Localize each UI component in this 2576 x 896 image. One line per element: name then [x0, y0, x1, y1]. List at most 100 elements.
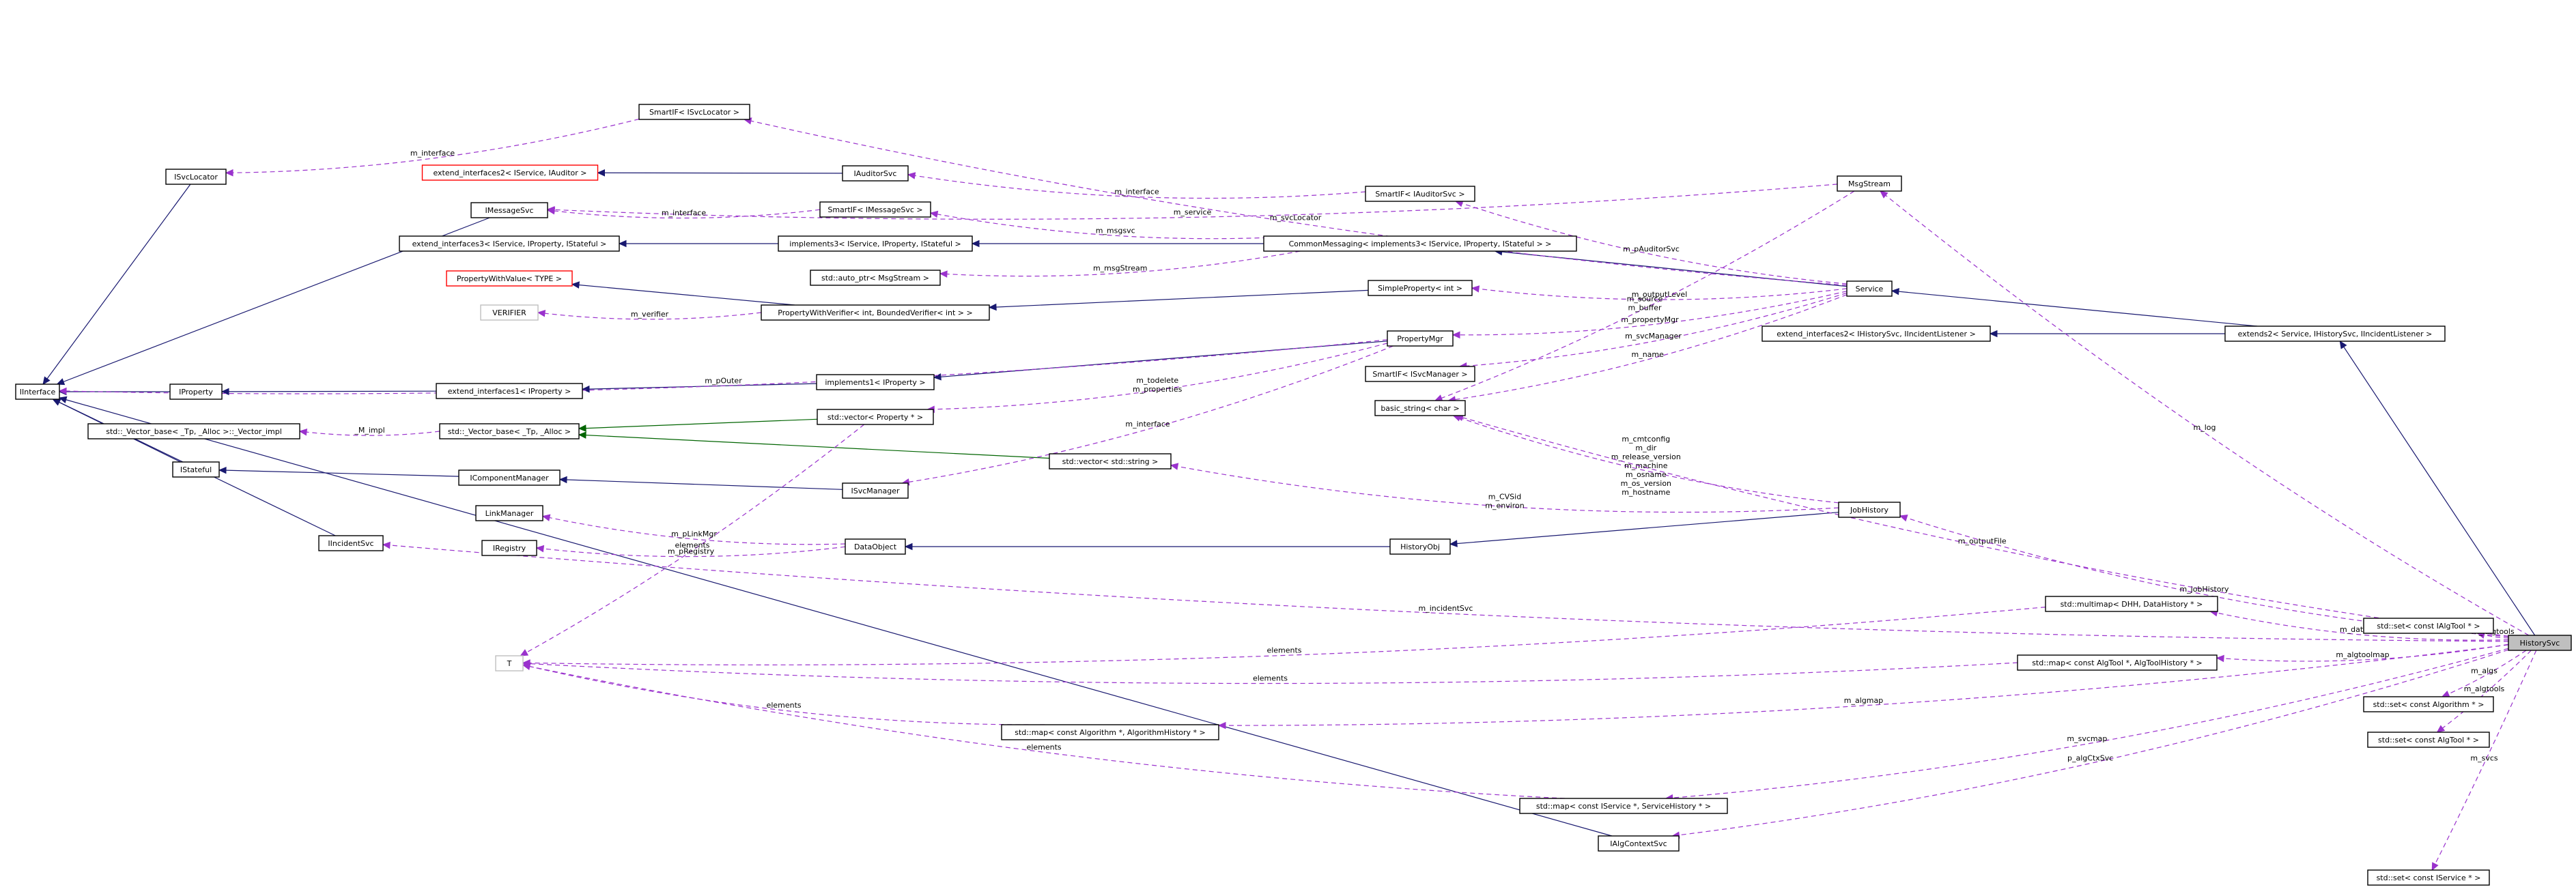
edge-inherit	[558, 476, 843, 490]
class-node-label: extend_interfaces1< IProperty >	[448, 387, 571, 396]
class-node[interactable]: IInterface	[15, 384, 60, 400]
class-node[interactable]: Service	[1846, 280, 1893, 297]
class-node-label: implements1< IProperty >	[825, 378, 925, 387]
class-node[interactable]: basic_string< char >	[1374, 400, 1466, 416]
edge-inherit	[1989, 330, 2225, 338]
edge-line	[907, 174, 1366, 199]
edge-line	[59, 397, 1613, 837]
class-node[interactable]: IIncidentSvc	[318, 535, 384, 551]
edge-line	[933, 341, 1388, 378]
class-node[interactable]: IProperty	[169, 384, 223, 400]
edge-use: m_service	[546, 184, 1838, 220]
class-node[interactable]: PropertyWithValue< TYPE >	[446, 270, 573, 287]
class-node-box	[2363, 696, 2494, 712]
class-node[interactable]: IAlgContextSvc	[1598, 835, 1680, 852]
class-node[interactable]: JobHistory	[1838, 502, 1901, 518]
edge-arrowhead	[929, 210, 939, 218]
class-node[interactable]: PropertyMgr	[1387, 330, 1454, 347]
class-node[interactable]: IMessageSvc	[470, 202, 548, 218]
class-node[interactable]: extend_interfaces3< IService, IProperty,…	[399, 235, 620, 252]
class-node-box	[1519, 798, 1728, 814]
class-node[interactable]: SimpleProperty< int >	[1368, 280, 1473, 296]
class-node[interactable]: SmartIF< ISvcManager >	[1365, 366, 1475, 382]
edge-line	[2441, 650, 2527, 697]
edge-line	[1880, 190, 2530, 636]
class-node[interactable]: PropertyWithVerifier< int, BoundedVerifi…	[761, 304, 990, 321]
class-node[interactable]: std::vector< Property * >	[817, 409, 934, 425]
class-node[interactable]: std::set< const AlgTool * >	[2367, 732, 2490, 748]
edge-line	[578, 434, 1050, 459]
class-node[interactable]: LinkManager	[475, 505, 543, 521]
class-node-box	[1365, 366, 1475, 382]
class-node[interactable]: DataObject	[845, 538, 906, 555]
class-node[interactable]: ISvcLocator	[165, 169, 227, 185]
class-node[interactable]: extends2< Service, IHistorySvc, IInciden…	[2224, 326, 2446, 342]
class-node[interactable]: HistoryObj	[1389, 538, 1451, 555]
edge-template	[578, 418, 818, 432]
edge-label: m_propertyMgr	[1621, 315, 1679, 324]
class-node[interactable]: SmartIF< ISvcLocator >	[638, 104, 750, 120]
class-node-box	[778, 235, 973, 252]
class-node-box	[318, 535, 384, 551]
edge-arrowhead	[2431, 862, 2439, 871]
class-node[interactable]: IStateful	[172, 461, 220, 478]
edge-line	[536, 546, 846, 558]
class-node[interactable]: T	[495, 655, 524, 671]
class-node[interactable]: std::auto_ptr< MsgStream >	[810, 270, 941, 286]
class-node[interactable]: IAuditorSvc	[842, 165, 909, 182]
class-node[interactable]: std::map< const Algorithm *, AlgorithmHi…	[1001, 724, 1219, 740]
edge-label: m_pOuter	[705, 376, 742, 385]
class-node-box	[2045, 596, 2218, 612]
edge-use: elements	[522, 663, 1045, 725]
class-node[interactable]: std::set< const IService * >	[2367, 869, 2490, 886]
class-node[interactable]: std::map< const AlgTool *, AlgToolHistor…	[2017, 654, 2218, 671]
edge-arrowhead	[1891, 287, 1899, 295]
class-node[interactable]: std::set< const IAlgTool * >	[2363, 618, 2494, 634]
edge-line	[522, 607, 2046, 665]
class-node-box	[842, 165, 909, 182]
class-node[interactable]: std::_Vector_base< _Tp, _Alloc >::_Vecto…	[87, 423, 300, 439]
class-node[interactable]: std::vector< std::string >	[1049, 453, 1172, 469]
edge-line	[744, 119, 1848, 286]
class-node[interactable]: std::multimap< DHH, DataHistory * >	[2045, 596, 2218, 612]
class-node-box	[1387, 330, 1454, 347]
class-node-label: basic_string< char >	[1381, 404, 1459, 413]
class-node-label: IStateful	[180, 465, 212, 474]
edge-use: m_algtools	[2436, 650, 2532, 733]
class-node[interactable]: extend_interfaces2< IService, IAuditor >	[421, 164, 599, 181]
edge-use: elements	[522, 607, 2046, 667]
class-node[interactable]: ISvcManager	[842, 482, 909, 499]
class-node[interactable]: implements3< IService, IProperty, IState…	[778, 235, 973, 252]
class-node[interactable]: std::_Vector_base< _Tp, _Alloc >	[439, 423, 580, 439]
edge-arrowhead	[1880, 190, 1888, 199]
class-node[interactable]: std::map< const IService *, ServiceHisto…	[1519, 798, 1728, 814]
edge-line	[1218, 644, 2509, 726]
class-node-label: extends2< Service, IHistorySvc, IInciden…	[2238, 330, 2433, 338]
class-node[interactable]: implements1< IProperty >	[816, 374, 935, 390]
class-node-box	[1761, 326, 1991, 342]
class-node[interactable]: std::set< const Algorithm * >	[2363, 696, 2494, 712]
class-node[interactable]: SmartIF< IAuditorSvc >	[1365, 186, 1475, 202]
class-node[interactable]: HistorySvc	[2508, 635, 2572, 651]
class-node[interactable]: extend_interfaces1< IProperty >	[436, 383, 583, 399]
edge-use: m_msgsvc	[929, 210, 1301, 240]
class-node[interactable]: SmartIF< IMessageSvc >	[819, 201, 931, 218]
class-node[interactable]: IComponentManager	[458, 469, 561, 486]
edge-line	[520, 424, 865, 656]
class-node[interactable]: IRegistry	[481, 540, 537, 556]
edge-label: m_svcmap	[2067, 734, 2107, 743]
class-node-box	[2363, 618, 2494, 634]
edge-arrowhead	[56, 378, 66, 386]
class-node-label: std::map< const AlgTool *, AlgToolHistor…	[2032, 659, 2203, 667]
class-node-box	[817, 409, 934, 425]
class-node[interactable]: CommonMessaging< implements3< IService, …	[1263, 235, 1577, 252]
class-node[interactable]: extend_interfaces2< IHistorySvc, IIncide…	[1761, 326, 1991, 342]
edge-label: p_algCtxSvc	[2067, 754, 2113, 763]
class-node[interactable]: MsgStream	[1837, 175, 1902, 192]
class-node[interactable]: VERIFIER	[480, 304, 539, 321]
edge-arrowhead	[52, 399, 61, 406]
edge-arrowhead	[535, 545, 545, 553]
class-node-label: std::set< const IService * >	[2377, 873, 2481, 882]
